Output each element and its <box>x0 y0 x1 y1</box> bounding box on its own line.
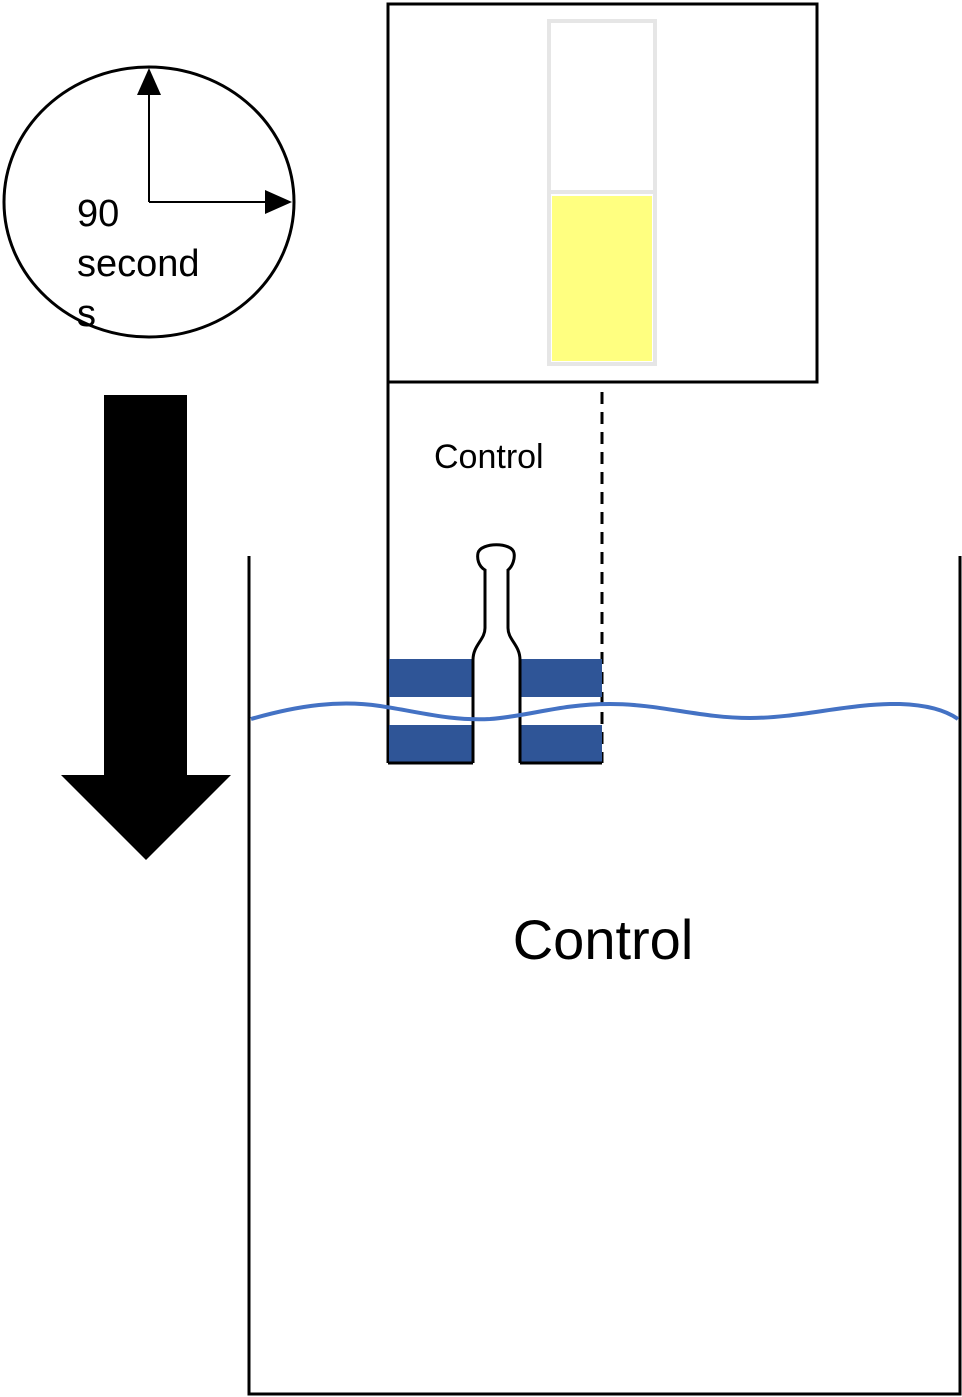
clock-face <box>2 65 296 339</box>
timer-text-line1: 90 <box>77 193 119 235</box>
down-arrow-icon <box>61 395 231 860</box>
strip-label: Control <box>434 438 544 476</box>
container-outline <box>247 556 962 1396</box>
sample-band-bottom-right <box>520 725 602 763</box>
timer-text-line3: s <box>77 293 96 335</box>
probe-icon <box>471 543 522 763</box>
indicator-yellow-fill <box>552 196 652 361</box>
sample-band-top-right <box>520 659 602 697</box>
clock-hand-vertical-arrowhead <box>137 68 161 95</box>
sample-band-top-left <box>389 659 473 697</box>
container-label: Control <box>513 908 694 971</box>
water-surface-line <box>250 701 960 722</box>
timer-text-line2: second <box>77 243 200 285</box>
timer-clock: 90 second s <box>2 65 296 339</box>
clock-hand-horizontal-arrowhead <box>265 190 292 214</box>
sample-holder <box>388 659 602 765</box>
sample-band-bottom-left <box>389 725 473 763</box>
